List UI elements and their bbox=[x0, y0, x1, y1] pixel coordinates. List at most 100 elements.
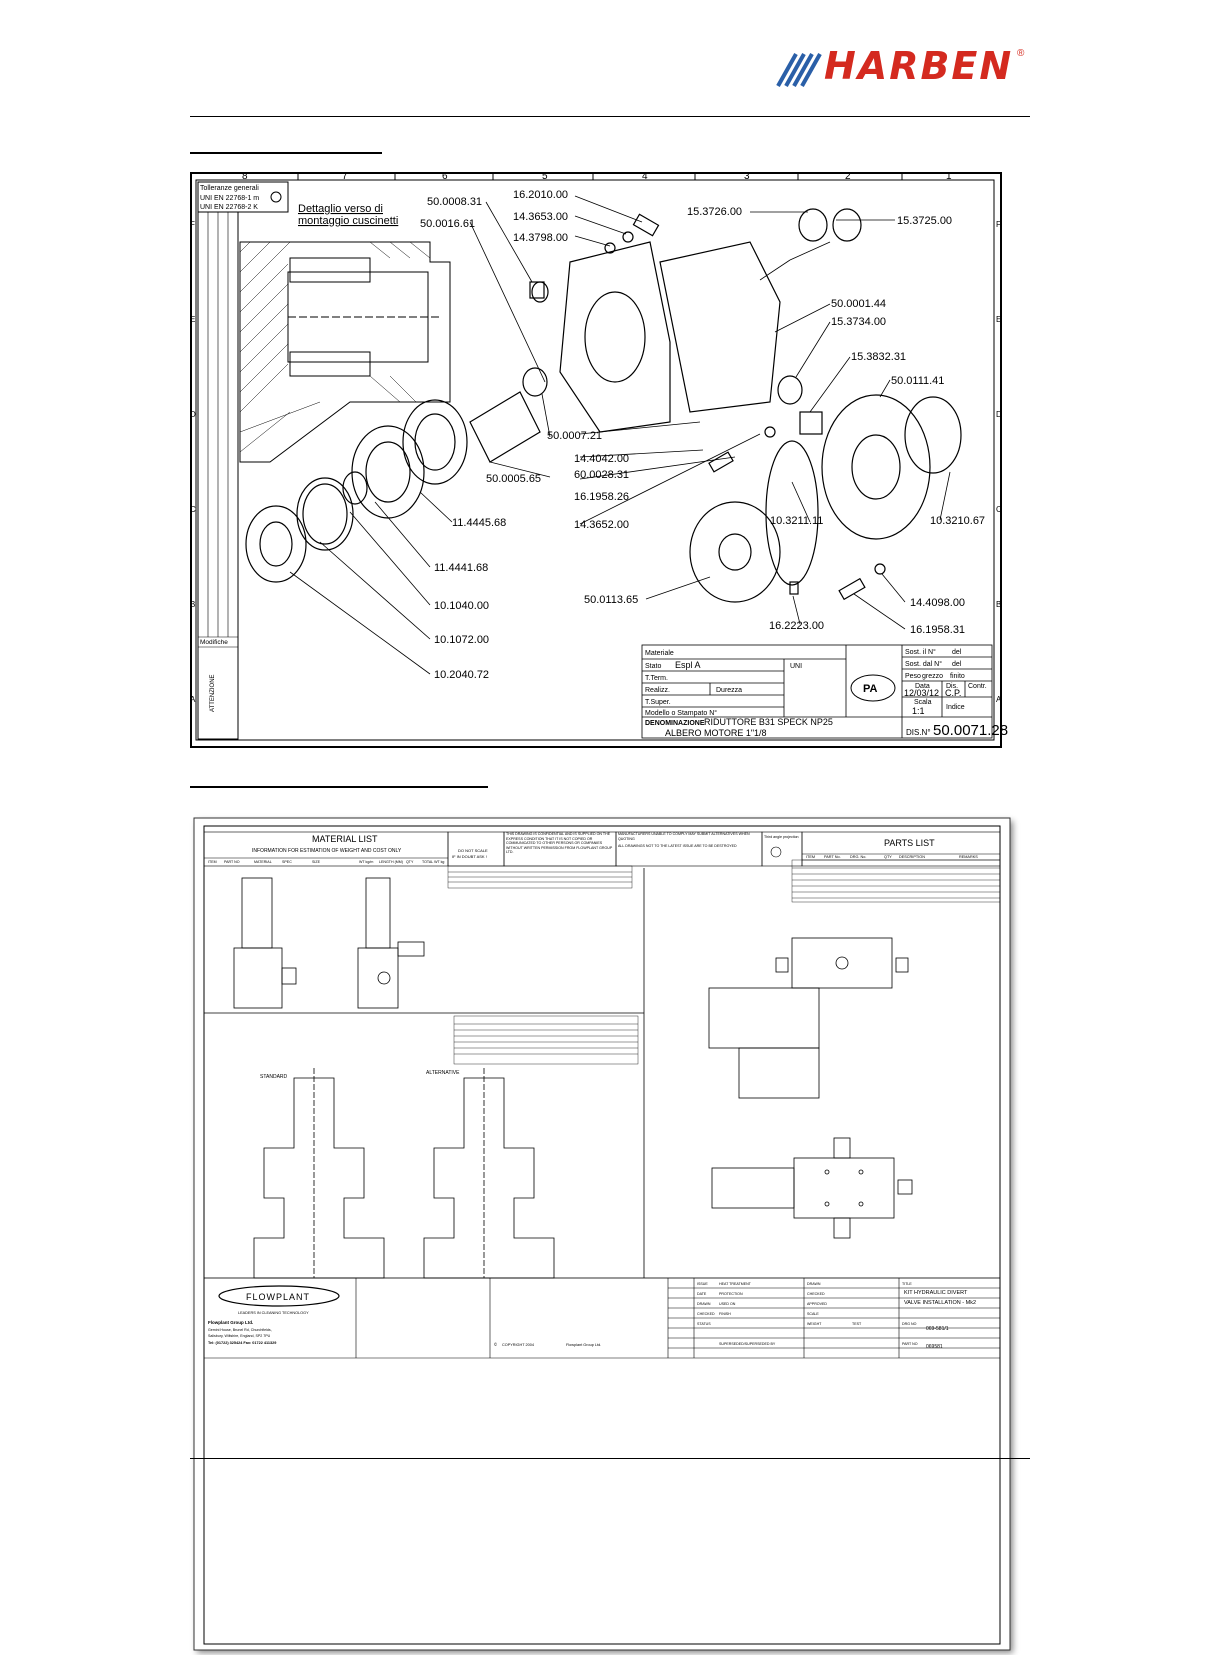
section-heading-underline-1 bbox=[190, 152, 382, 154]
part-label: 10.3211.11 bbox=[770, 515, 823, 527]
tb-data-val: 12/03/12 bbox=[904, 688, 939, 698]
tb-grezzo: grezzo bbox=[922, 673, 943, 680]
tb-stato: Stato bbox=[645, 663, 661, 670]
pl-col: PART No. bbox=[824, 855, 841, 859]
address-2: Salisbury, Wiltshire, England, SP2 7PU bbox=[208, 1334, 271, 1338]
ml-col: SPEC bbox=[282, 860, 292, 864]
zone-col-3: 3 bbox=[744, 171, 750, 182]
do-not-scale: DO NOT SCALE bbox=[458, 848, 488, 853]
tb2-checked-2: CHECKED bbox=[807, 1292, 825, 1296]
zone-row-e: E bbox=[190, 315, 195, 324]
tb-title1: RIDUTTORE B31 SPECK NP25 bbox=[704, 717, 833, 727]
tb2-checked: CHECKED bbox=[697, 1312, 715, 1316]
zone-col-4: 4 bbox=[642, 171, 648, 182]
ml-col: SIZE bbox=[312, 860, 321, 864]
tb-dis-label: Dis. bbox=[946, 683, 958, 690]
header-rule bbox=[190, 116, 1030, 117]
part-label: 15.3734.00 bbox=[831, 316, 886, 328]
part-label: 11.4445.68 bbox=[452, 517, 506, 529]
footer-rule bbox=[190, 1458, 1030, 1459]
part-label: 16.2223.00 bbox=[769, 620, 824, 632]
tb-realizz: Realizz. bbox=[645, 687, 670, 694]
drawing-2-frame: MATERIAL LIST INFORMATION FOR ESTIMATION… bbox=[193, 817, 1011, 1651]
exploded-parts bbox=[245, 208, 962, 603]
tb-tterm: T.Term. bbox=[645, 675, 668, 682]
tb-dis-no-label: DIS.N° bbox=[906, 728, 931, 737]
part-label: 10.1072.00 bbox=[434, 634, 489, 646]
copyright-owner: Flowplant Group Ltd. bbox=[566, 1343, 601, 1347]
manufacturers-note: MANUFACTURERS UNABLE TO COMPLY MAY SUBMI… bbox=[618, 832, 750, 841]
tb-logo: PA bbox=[863, 683, 878, 695]
section-heading-underline-2 bbox=[190, 786, 488, 788]
tb-materiale: Materiale bbox=[645, 650, 674, 657]
part-label: 10.1040.00 bbox=[434, 600, 489, 612]
all-drawings-note: ALL DRAWINGS NOT TO THE LATEST ISSUE ARE… bbox=[618, 844, 737, 849]
harben-logo: HARBEN ® bbox=[776, 44, 1026, 92]
zone-row-e-right: E bbox=[996, 315, 1001, 324]
zone-row-a-right: A bbox=[996, 695, 1002, 704]
tb-data-label: Data bbox=[915, 683, 930, 690]
tb2-part-val: 069581 bbox=[926, 1344, 943, 1350]
tb2-drg-no: DRG NO bbox=[902, 1322, 917, 1326]
tb-finito: finito bbox=[950, 673, 965, 680]
zone-row-c: C bbox=[190, 505, 196, 514]
tb2-date: DATE bbox=[697, 1292, 707, 1296]
tb-peso: Peso bbox=[905, 673, 921, 680]
part-label: 50.0007.21 bbox=[547, 430, 602, 442]
part-label: 11.4441.68 bbox=[434, 562, 488, 574]
tb2-drawn-2: DRAWN bbox=[807, 1282, 821, 1286]
tolerance-1: UNI EN 22768-1 m bbox=[200, 195, 259, 202]
zone-col-1: 1 bbox=[946, 171, 952, 182]
zone-row-b: B bbox=[190, 600, 195, 609]
zone-col-8: 8 bbox=[242, 171, 248, 182]
tb-sost1: Sost. il N° bbox=[905, 648, 936, 656]
zone-col-5: 5 bbox=[542, 171, 548, 182]
alternative-label: ALTERNATIVE bbox=[426, 1070, 460, 1076]
part-label: 15.3725.00 bbox=[897, 215, 952, 227]
zone-col-6: 6 bbox=[442, 171, 448, 182]
zone-col-7: 7 bbox=[342, 171, 348, 182]
ml-col: TOTAL WT kg bbox=[422, 860, 444, 864]
tb2-protection: PROTECTION bbox=[719, 1292, 743, 1296]
part-label: 60.0028.31 bbox=[574, 469, 629, 481]
tb-durezza: Durezza bbox=[716, 687, 742, 694]
part-label: 15.3832.31 bbox=[851, 351, 906, 363]
top-left-views bbox=[204, 868, 645, 1278]
pl-col: ITEM bbox=[806, 855, 815, 859]
part-label: 16.2010.00 bbox=[513, 189, 568, 201]
parts-list-title: PARTS LIST bbox=[884, 838, 935, 848]
part-label: 50.0111.41 bbox=[891, 375, 944, 387]
tb2-used-on: USED ON bbox=[719, 1302, 736, 1306]
tb2-approved: APPROVED bbox=[807, 1302, 827, 1306]
zone-row-a: A bbox=[190, 695, 196, 704]
tb2-part-no: PART NO bbox=[902, 1342, 918, 1346]
third-angle-projection-icon bbox=[770, 846, 782, 858]
part-label: 10.2040.72 bbox=[434, 669, 489, 681]
part-label: 50.0001.44 bbox=[831, 298, 886, 310]
tolerance-2: UNI EN 22768-2 K bbox=[200, 204, 258, 211]
part-label: 14.3653.00 bbox=[513, 211, 568, 223]
flowplant-tagline: LEADERS IN CLEANING TECHNOLOGY bbox=[238, 1311, 309, 1315]
copyright: COPYRIGHT 2004 bbox=[502, 1343, 534, 1347]
zone-col-2: 2 bbox=[845, 171, 851, 182]
tb2-scale: SCALE bbox=[807, 1312, 819, 1316]
tb-sost2: Sost. dal N° bbox=[905, 660, 942, 668]
tolerance-title: Tolleranze generali bbox=[200, 185, 259, 192]
part-label: 16.1958.26 bbox=[574, 491, 629, 503]
tb2-heat: HEAT TREATMENT bbox=[719, 1282, 752, 1286]
zone-row-f: F bbox=[190, 220, 195, 229]
tb-dis-no: 50.0071.28 bbox=[933, 722, 1008, 739]
pa-logo-icon bbox=[850, 674, 896, 702]
ml-col: LENGTH (MM) bbox=[379, 860, 403, 864]
tb2-test: TEST bbox=[852, 1322, 862, 1326]
zone-row-c-right: C bbox=[996, 505, 1002, 514]
tb2-superseded: SUPERSEDED/SUPERSEDED BY bbox=[719, 1342, 776, 1346]
tb2-drawn: DRAWN bbox=[697, 1302, 711, 1306]
part-label: 16.1958.31 bbox=[910, 624, 965, 636]
tb2-finish: FINISH bbox=[719, 1312, 731, 1316]
tb-scala-label: Scala bbox=[914, 699, 932, 706]
part-label: 14.3652.00 bbox=[574, 519, 629, 531]
tel: Tel: (01722) 325424 Fax: 01722 411329 bbox=[208, 1341, 276, 1345]
exploded-drawing-svg: 8 7 6 5 4 3 2 1 F E D C B A F E D C B A … bbox=[190, 171, 1008, 748]
ml-col: WT kg/m bbox=[359, 860, 373, 864]
